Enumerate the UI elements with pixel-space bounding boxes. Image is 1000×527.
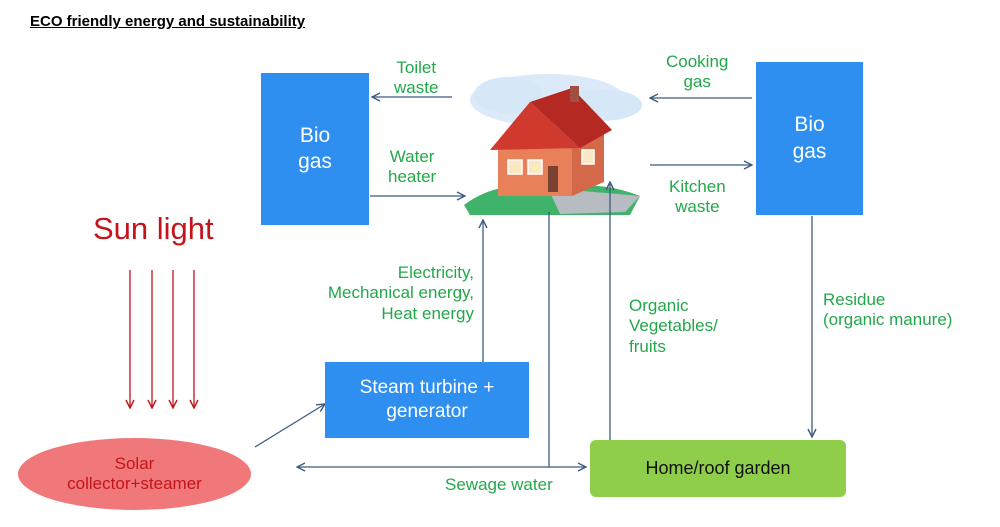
diagram-title: ECO friendly energy and sustainability	[30, 13, 306, 30]
label-cooking-gas: Cooking gas	[666, 52, 729, 92]
house-icon	[464, 74, 642, 215]
label-toilet-waste: Toilet waste	[394, 58, 439, 98]
steam-turbine-box: Steam turbine + generator	[325, 362, 529, 438]
label-organic: Organic Vegetables/ fruits	[629, 296, 718, 356]
biogas-left-box: Bio gas	[261, 73, 369, 225]
label-kitchen-waste: Kitchen waste	[669, 177, 726, 217]
biogas-right-box: Bio gas	[756, 62, 863, 215]
sun-light-label: Sun light	[93, 211, 214, 246]
label-water-heater: Water heater	[388, 147, 437, 187]
label-sewage-water: Sewage water	[445, 475, 553, 494]
label-residue: Residue (organic manure)	[823, 290, 953, 330]
sun-rays	[130, 270, 194, 408]
home-roof-garden: Home/roof garden	[590, 440, 846, 497]
label-energy: Electricity, Mechanical energy, Heat ene…	[327, 263, 474, 323]
solar-collector: Solar collector+steamer	[18, 438, 251, 510]
